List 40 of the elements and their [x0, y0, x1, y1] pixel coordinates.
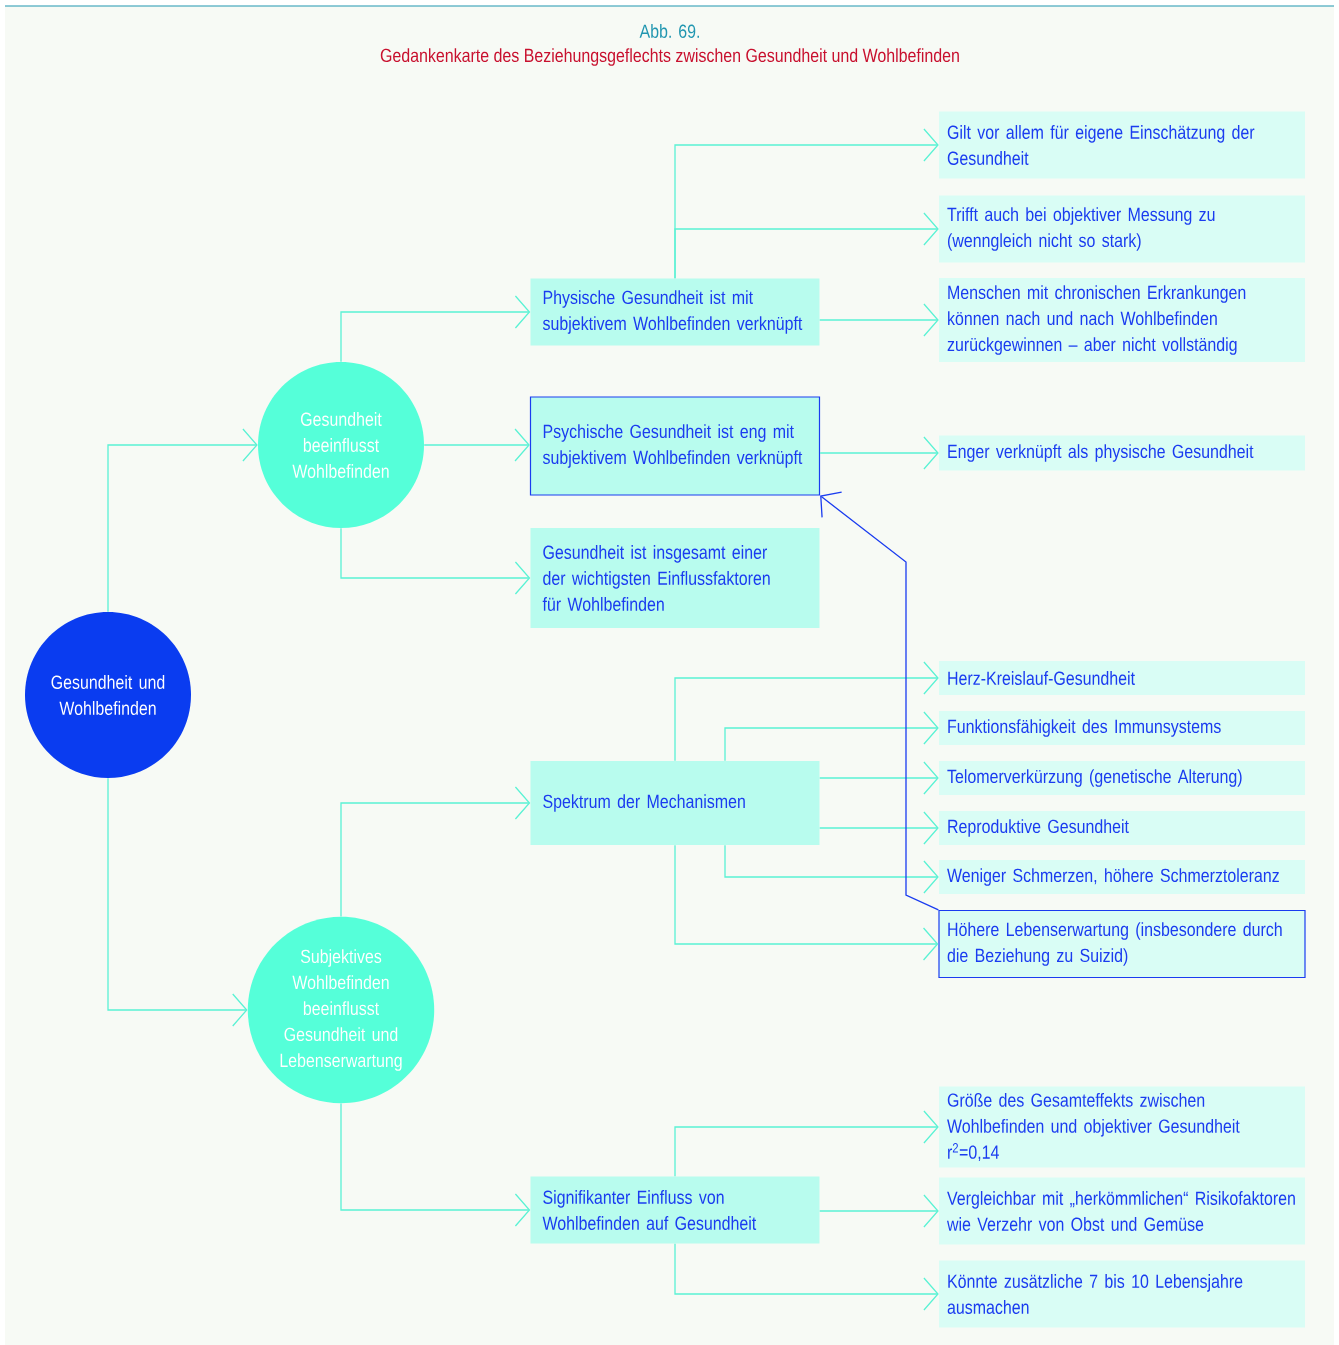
note-box: Weniger Schmerzen, höhere Schmerztoleranz — [939, 860, 1305, 894]
note-box: Gilt vor allem für eigene Einschätzung der Gesundheit — [939, 111, 1305, 179]
arrow — [107, 428, 258, 613]
topic-box: Signifikanter Einfluss von Wohlbefinden auf Gesundheit — [530, 1176, 820, 1244]
topic-box: Physische Gesundheit ist mit subjektivem Wohlbefinden verknüpft — [530, 278, 820, 346]
arrow — [724, 844, 939, 894]
topic-box: Psychische Gesundheit ist eng mit subjektivem Wohlbefinden verknüpft — [529, 396, 821, 496]
arrow — [423, 428, 530, 462]
arrow — [674, 212, 939, 279]
arrow — [820, 491, 940, 911]
topic-box: Gesundheit ist insgesamt einer der wichtigsten Einflussfaktoren für Wohlbefinden — [530, 528, 820, 628]
arrow — [107, 777, 248, 1027]
arrow — [819, 761, 939, 795]
arrow — [819, 303, 939, 337]
note-box: Funktionsfähigkeit des Immunsystems — [939, 711, 1305, 745]
arrow — [674, 844, 939, 961]
note-box: Vergleichbar mit „herkömmlichen“ Risikofaktoren wie Verzehr von Obst und Gemüse — [939, 1177, 1305, 1245]
arrow — [819, 811, 939, 845]
arrow — [819, 1194, 939, 1228]
topic-box: Spektrum der Mechanismen — [530, 761, 820, 845]
arrow — [340, 527, 531, 595]
figure-number: Abb. 69. — [639, 24, 699, 38]
arrow — [674, 1110, 939, 1177]
note-box: Herz-Kreislauf-Gesundheit — [939, 661, 1305, 695]
note-box: Könnte zusätzliche 7 bis 10 Lebensjahre ausmachen — [939, 1260, 1305, 1328]
arrow — [340, 295, 531, 363]
note-box: Größe des Gesamteffekts zwischen Wohlbefinden und objektiver Gesundheit r$^{2}$=0,14 — [939, 1086, 1305, 1168]
note-box: Trifft auch bei objektiver Messung zu (wenngleich nicht so stark) — [939, 195, 1305, 263]
note-box: Telomerverkürzung (genetische Alterung) — [939, 761, 1305, 795]
note-box: Höhere Lebenserwartung (insbesondere durch die Beziehung zu Suizid) — [938, 909, 1306, 979]
arrow — [340, 786, 531, 918]
arrow — [340, 1102, 531, 1227]
note-box: Menschen mit chronischen Erkrankungen können nach und nach Wohlbefinden zurückgewinnen – aber nicht vollständig — [939, 278, 1305, 362]
arrow — [724, 711, 939, 762]
note-box: Enger verknüpft als physische Gesundheit — [939, 435, 1305, 471]
arrow — [674, 661, 939, 762]
arrow — [819, 436, 939, 470]
note-box: Reproduktive Gesundheit — [939, 811, 1305, 845]
figure-title: Gedankenkarte des Beziehungsgeflechts zwischen Gesundheit und Wohlbefinden — [380, 48, 959, 66]
arrow — [674, 1243, 939, 1311]
